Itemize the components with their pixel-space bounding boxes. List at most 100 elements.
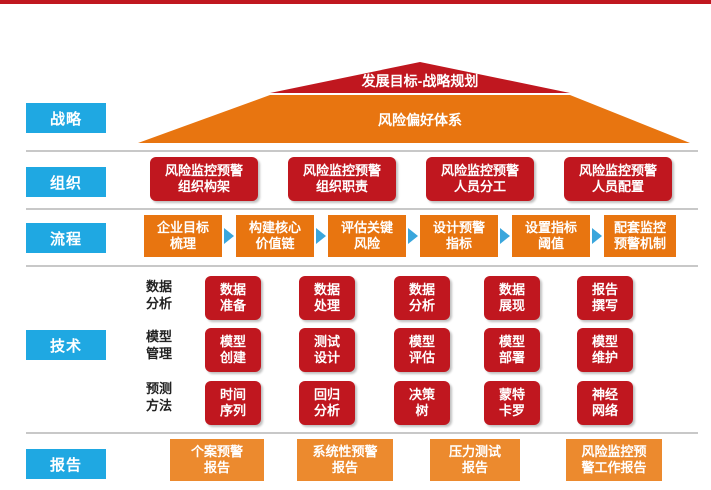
- tech-box: 蒙特卡罗: [484, 381, 540, 425]
- tech-box-line: 创建: [219, 350, 246, 365]
- row-label-technology: 技术: [26, 330, 106, 360]
- chevron-right-icon: [224, 228, 234, 244]
- tech-box: 数据展现: [484, 276, 540, 320]
- tech-row-label-line: 分析: [145, 295, 172, 311]
- tech-box: 时间序列: [205, 381, 261, 425]
- tech-box: 测试设计: [299, 328, 355, 372]
- process-step-line: 梳理: [169, 236, 196, 251]
- tech-row-label-line: 模型: [145, 329, 172, 344]
- process-step: 设计预警指标: [420, 215, 498, 257]
- strategy-roof: [138, 62, 690, 143]
- tech-box-line: 测试: [313, 333, 340, 349]
- tech-box-line: 设计: [313, 350, 340, 365]
- tech-box-line: 模型: [498, 333, 525, 349]
- report-box: 个案预警报告: [170, 439, 264, 481]
- report-box-line: 个案预警: [190, 443, 243, 459]
- process-step-line: 预警机制: [613, 236, 666, 251]
- tech-box: 数据处理: [299, 276, 355, 320]
- report-box: 系统性预警报告: [297, 439, 393, 481]
- process-step: 配套监控预警机制: [604, 215, 676, 257]
- tech-box-line: 撰写: [591, 298, 618, 313]
- org-box: 风险监控预警人员配置: [564, 157, 672, 201]
- report-box: 风险监控预警工作报告: [566, 439, 662, 481]
- tech-box-line: 决策: [408, 386, 435, 402]
- tech-box-line: 分析: [313, 403, 340, 418]
- tech-box: 模型创建: [205, 328, 261, 372]
- org-box: 风险监控预警人员分工: [426, 157, 534, 201]
- divider: [26, 265, 698, 267]
- chevron-right-icon: [408, 228, 418, 244]
- tech-box: 回归分析: [299, 381, 355, 425]
- org-box-line: 风险监控预警: [440, 162, 519, 178]
- tech-box: 决策树: [394, 381, 450, 425]
- tech-box-line: 数据: [498, 281, 525, 297]
- row-label-report: 报告: [26, 449, 106, 479]
- tech-box-line: 模型: [591, 333, 618, 349]
- chevron-right-icon: [592, 228, 602, 244]
- org-box-line: 组织构架: [177, 179, 230, 194]
- roof-bottom-trapezoid: [138, 95, 690, 143]
- process-step-line: 配套监控: [613, 219, 666, 235]
- roof-top-triangle: [270, 62, 570, 93]
- process-step-line: 设计预警: [432, 219, 485, 235]
- tech-box-line: 处理: [313, 298, 340, 313]
- process-step-line: 风险: [353, 236, 380, 251]
- process-step-line: 构建核心: [248, 219, 301, 235]
- org-box-line: 人员配置: [591, 179, 644, 194]
- tech-box-line: 蒙特: [498, 386, 525, 402]
- top-accent-bar: [0, 0, 711, 4]
- tech-box-line: 模型: [408, 333, 435, 349]
- divider: [26, 208, 698, 210]
- process-step-line: 评估关键: [340, 219, 393, 235]
- tech-box: 模型维护: [577, 328, 633, 372]
- tech-box-line: 数据: [313, 281, 340, 297]
- report-box-line: 警工作报告: [581, 460, 647, 475]
- process-step: 构建核心价值链: [236, 215, 314, 257]
- tech-box-line: 回归: [313, 386, 340, 402]
- roof-top-text: 发展目标-战略规划: [361, 73, 479, 89]
- tech-box: 模型部署: [484, 328, 540, 372]
- chevron-right-icon: [500, 228, 510, 244]
- tech-box-line: 树: [415, 403, 429, 418]
- tech-box-line: 展现: [498, 298, 525, 313]
- tech-row-label-line: 预测: [145, 381, 172, 396]
- process-step-line: 设置指标: [524, 219, 577, 235]
- tech-box-line: 时间: [219, 386, 246, 402]
- process-step-line: 指标: [445, 236, 472, 251]
- process-step-line: 价值链: [255, 236, 295, 251]
- report-box-line: 报告: [331, 460, 358, 475]
- tech-box: 报告撰写: [577, 276, 633, 320]
- org-box-line: 风险监控预警: [578, 162, 657, 178]
- divider: [26, 150, 698, 152]
- report-box-line: 风险监控预: [581, 443, 647, 459]
- tech-box-line: 卡罗: [498, 403, 525, 418]
- tech-box-line: 数据: [219, 281, 246, 297]
- tech-box: 模型评估: [394, 328, 450, 372]
- tech-box-line: 分析: [408, 298, 435, 313]
- org-box-line: 组织职责: [315, 179, 368, 194]
- report-box-line: 报告: [461, 460, 488, 475]
- divider: [26, 432, 698, 434]
- process-step: 企业目标梳理: [144, 215, 222, 257]
- tech-box-line: 神经: [591, 386, 618, 402]
- tech-row-label-line: 管理: [145, 345, 172, 361]
- tech-box-line: 准备: [219, 298, 246, 313]
- tech-box-line: 网络: [591, 403, 618, 418]
- tech-box: 神经网络: [577, 381, 633, 425]
- tech-box-line: 数据: [408, 281, 435, 297]
- org-box: 风险监控预警组织构架: [150, 157, 258, 201]
- tech-box-line: 模型: [219, 333, 246, 349]
- tech-row-label: 数据分析: [136, 279, 182, 313]
- row-label-organization: 组织: [26, 167, 106, 197]
- tech-row-label-line: 数据: [145, 279, 172, 294]
- row-label-process: 流程: [26, 223, 106, 253]
- process-step: 评估关键风险: [328, 215, 406, 257]
- chevron-right-icon: [316, 228, 326, 244]
- tech-box-line: 序列: [219, 403, 246, 418]
- tech-row-label-line: 方法: [145, 397, 172, 413]
- tech-box-line: 维护: [591, 350, 618, 365]
- tech-row-label: 预测方法: [136, 381, 182, 415]
- tech-box: 数据分析: [394, 276, 450, 320]
- org-box: 风险监控预警组织职责: [288, 157, 396, 201]
- report-box: 压力测试报告: [430, 439, 520, 481]
